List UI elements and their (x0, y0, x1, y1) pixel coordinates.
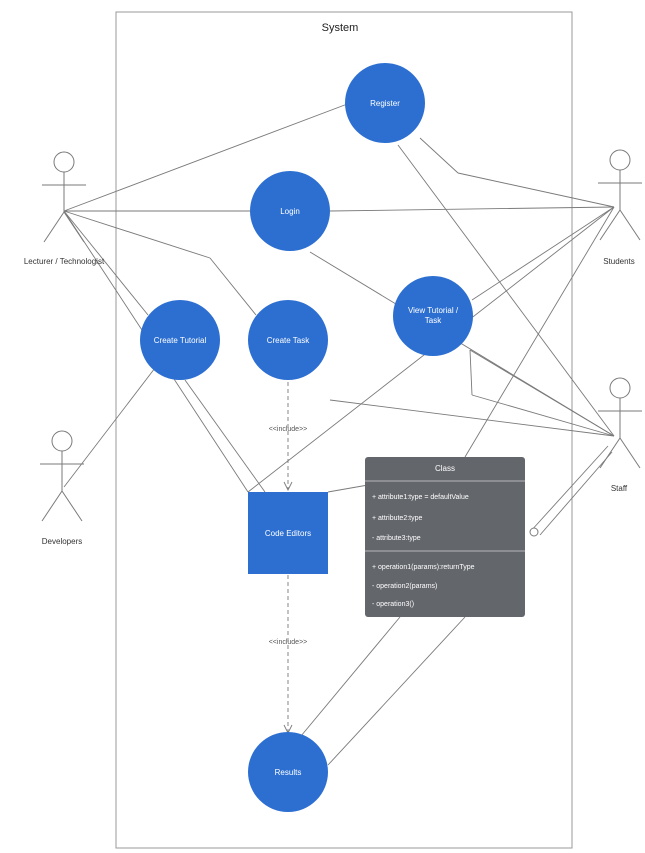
class-operation-2: - operation2(params) (372, 583, 437, 590)
actor-label-staff: Staff (611, 484, 628, 493)
class-box-title: Class (435, 464, 455, 473)
use-case-label-code-editors: Code Editors (265, 529, 311, 538)
assoc-students-view-tutorial (471, 206, 615, 301)
use-case-label-view-tutorial-task-1: View Tutorial / (408, 306, 459, 315)
assoc-staff-view-tutorial (469, 349, 615, 437)
class-box: Class + attribute1:type = defaultValue +… (365, 457, 525, 617)
include-label-1: <<include>> (269, 426, 308, 433)
actor-label-developers: Developers (42, 537, 82, 546)
class-operation-1: + operation1(params):returnType (372, 564, 475, 571)
assoc-students-class (464, 206, 615, 458)
assoc-staff-code-editors (329, 399, 615, 437)
actor-students (598, 149, 642, 241)
actor-developers (40, 430, 84, 522)
include-label-2: <<include>> (269, 639, 308, 646)
actor-staff (598, 377, 642, 469)
assoc-staff-view-tutorial-3 (469, 349, 473, 396)
use-case-view-tutorial-task (393, 276, 473, 356)
use-case-label-login: Login (280, 207, 300, 216)
use-case-results (248, 732, 328, 812)
use-case-register (345, 63, 425, 143)
class-operation-3: - operation3() (372, 601, 414, 608)
assoc-staff-class-2 (539, 451, 613, 536)
assoc-create-tutorial-code-editors (184, 379, 266, 493)
use-case-label-create-tutorial: Create Tutorial (154, 336, 207, 345)
system-boundary (115, 11, 573, 849)
class-attribute-2: + attribute2:type (372, 515, 423, 522)
use-case-label-results: Results (275, 768, 302, 777)
assoc-developers-create-tutorial (63, 367, 156, 488)
association-end-marker (529, 527, 539, 537)
use-case-login (250, 171, 330, 251)
use-case-code-editors (248, 492, 328, 574)
assoc-staff-class (529, 445, 609, 533)
assoc-lecturer-register (63, 102, 351, 212)
use-case-label-create-task: Create Task (267, 336, 311, 345)
use-case-create-tutorial (140, 300, 220, 380)
class-box-body (365, 457, 525, 617)
actor-label-lecturer: Lecturer / Technologist (24, 257, 105, 266)
association-lines (63, 102, 615, 766)
assoc-lecturer-create-task-2 (209, 257, 257, 316)
class-attribute-1: + attribute1:type = defaultValue (372, 494, 469, 501)
assoc-staff-register (397, 144, 615, 437)
assoc-class-results-2 (327, 616, 466, 766)
include-arrowhead-1 (283, 481, 293, 492)
system-title: System (322, 22, 359, 34)
assoc-class-results-1 (295, 616, 401, 743)
use-case-label-register: Register (370, 99, 400, 108)
use-case-create-task (248, 300, 328, 380)
assoc-lecturer-create-tutorial (63, 210, 149, 316)
assoc-students-register (457, 172, 615, 208)
actor-label-students: Students (603, 257, 635, 266)
assoc-students-login (329, 206, 615, 212)
assoc-lecturer-create-task (63, 210, 211, 259)
class-attribute-3: - attribute3:type (372, 535, 421, 542)
use-case-label-view-tutorial-task-2: Task (425, 316, 442, 325)
actor-lecturer (42, 151, 86, 243)
assoc-staff-view-tutorial-2 (471, 394, 615, 437)
assoc-students-register-2 (419, 137, 459, 174)
assoc-code-editors-class (327, 484, 369, 493)
